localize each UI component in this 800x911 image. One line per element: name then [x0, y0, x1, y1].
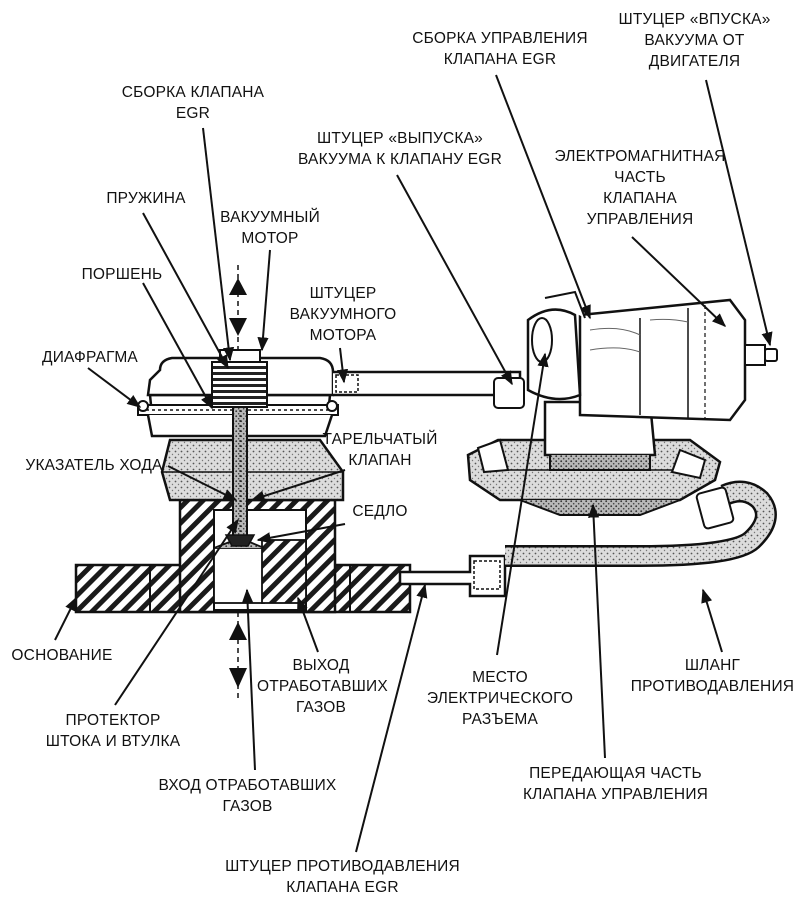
label-outlet-fitting: ШТУЦЕР «ВЫПУСКА»ВАКУУМА К КЛАПАНУ EGR [298, 130, 502, 168]
valve-stem [224, 406, 256, 547]
label-seat: СЕДЛО [352, 503, 408, 520]
travel-arrows [229, 265, 247, 700]
label-diaphragm: ДИАФРАГМА [42, 349, 138, 366]
base-flange [74, 498, 412, 614]
label-stroke-indicator: УКАЗАТЕЛЬ ХОДА [25, 457, 163, 474]
solenoid-cylinder [526, 290, 778, 422]
vacuum-line [333, 370, 525, 409]
label-base: ОСНОВАНИЕ [11, 647, 113, 664]
backpressure-hose [398, 480, 777, 598]
label-spring: ПРУЖИНА [106, 190, 186, 207]
label-piston: ПОРШЕНЬ [81, 266, 163, 283]
leader-lines [54, 74, 773, 853]
